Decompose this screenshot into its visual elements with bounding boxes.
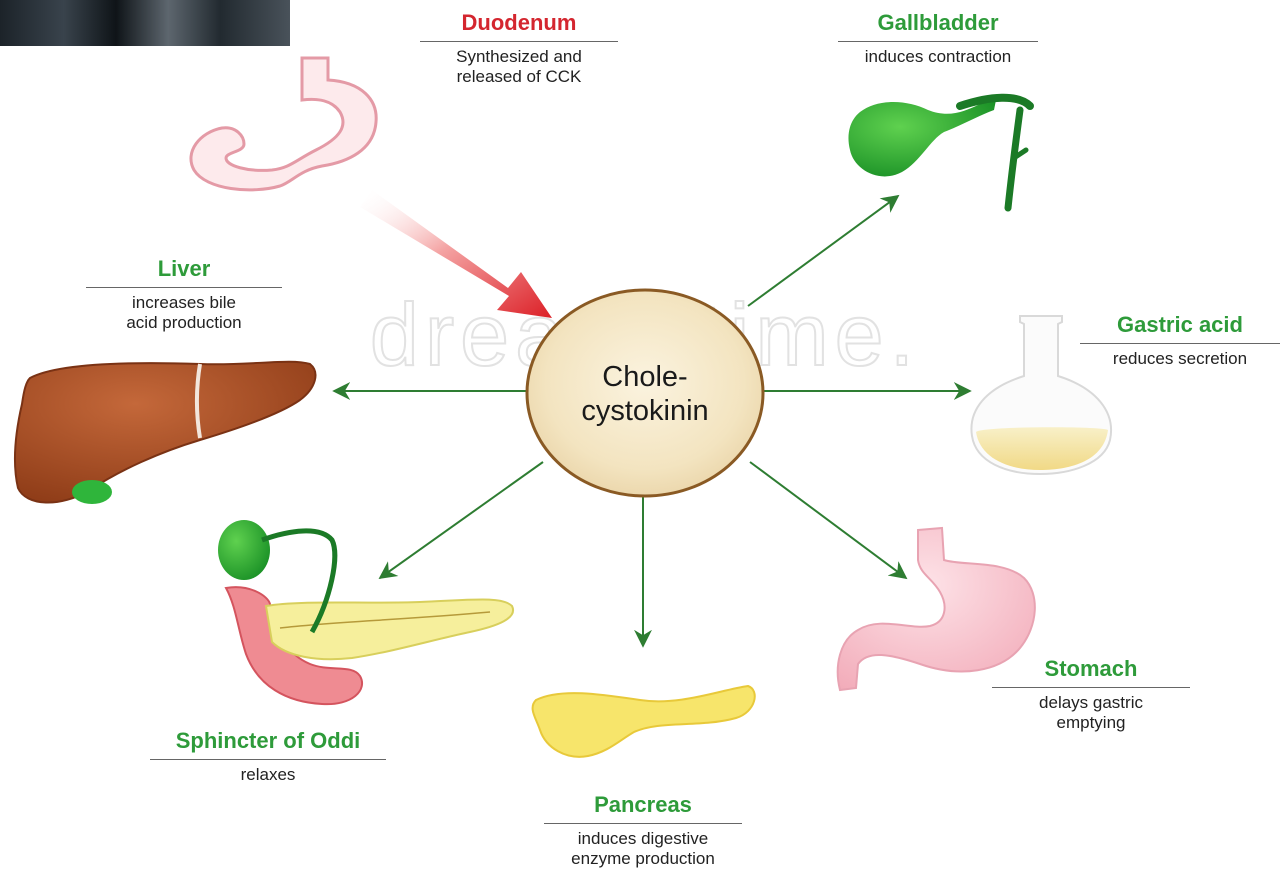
- pancreas-illustration: [533, 686, 755, 757]
- liver-title: Liver: [86, 256, 282, 288]
- sphincter-illustration: [218, 520, 513, 704]
- gastric-acid-desc: reduces secretion: [1080, 349, 1280, 369]
- gallbladder-label: Gallbladder induces contraction: [838, 10, 1038, 67]
- stomach-desc: delays gastric emptying: [992, 693, 1190, 733]
- pancreas-label: Pancreas induces digestive enzyme produc…: [544, 792, 742, 869]
- duodenum-title: Duodenum: [420, 10, 618, 42]
- gallbladder-desc: induces contraction: [838, 47, 1038, 67]
- hormone-name: Chole- cystokinin: [540, 360, 750, 428]
- pancreas-desc: induces digestive enzyme production: [544, 829, 742, 869]
- duodenum-label: Duodenum Synthesized and released of CCK: [420, 10, 618, 87]
- sphincter-title: Sphincter of Oddi: [150, 728, 386, 760]
- sphincter-desc: relaxes: [150, 765, 386, 785]
- sphincter-label: Sphincter of Oddi relaxes: [150, 728, 386, 785]
- pancreas-title: Pancreas: [544, 792, 742, 824]
- gastric-acid-label: Gastric acid reduces secretion: [1080, 312, 1280, 369]
- gallbladder-illustration: [848, 98, 1030, 208]
- stomach-title: Stomach: [992, 656, 1190, 688]
- liver-label: Liver increases bile acid production: [86, 256, 282, 333]
- arrow-to-sphincter: [380, 462, 543, 578]
- duodenum-illustration: [191, 58, 376, 190]
- liver-illustration: [15, 362, 315, 504]
- duodenum-desc: Synthesized and released of CCK: [420, 47, 618, 87]
- stomach-label: Stomach delays gastric emptying: [992, 656, 1190, 733]
- photo-fragment: [0, 0, 290, 46]
- liver-desc: increases bile acid production: [86, 293, 282, 333]
- gallbladder-title: Gallbladder: [838, 10, 1038, 42]
- arrow-to-stomach: [750, 462, 906, 578]
- gastric-acid-title: Gastric acid: [1080, 312, 1280, 344]
